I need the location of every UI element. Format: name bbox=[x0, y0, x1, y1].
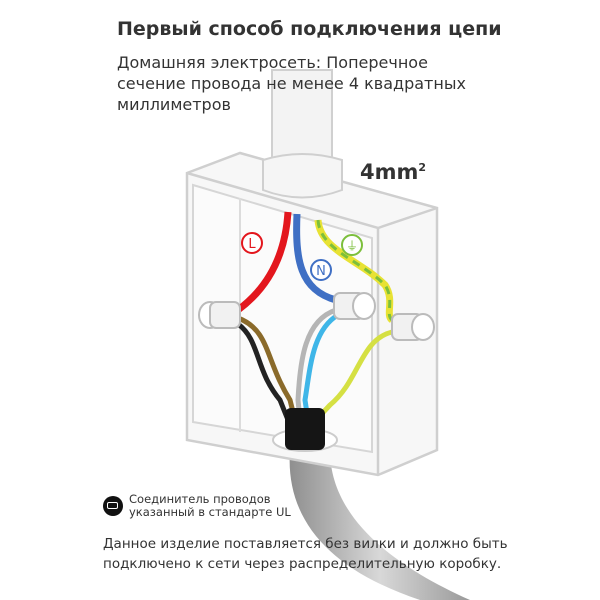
conduit-gland bbox=[262, 153, 343, 199]
bottom-cable bbox=[289, 450, 470, 600]
neutral-wire bbox=[293, 213, 338, 304]
wire-connector-right bbox=[391, 313, 435, 341]
live-symbol bbox=[241, 232, 263, 254]
earth-symbol bbox=[341, 234, 363, 256]
wire-size-label: 4mm2 bbox=[360, 160, 426, 184]
neutral-label: N bbox=[316, 264, 326, 279]
grey-wire bbox=[295, 307, 337, 421]
page-subtitle: Домашняя электросеть: Поперечное сечение… bbox=[117, 53, 466, 114]
wire-size-value: 4mm bbox=[360, 160, 419, 184]
live-wire bbox=[235, 211, 292, 313]
live-label: L bbox=[248, 237, 256, 252]
connector-note-line2: указанный в стандарте UL bbox=[129, 505, 291, 519]
neutral-symbol bbox=[310, 259, 332, 281]
black-wire bbox=[236, 321, 291, 421]
page-title: Первый способ подключения цепи bbox=[117, 18, 502, 40]
cable-sheath bbox=[285, 408, 325, 450]
wire-connector-left bbox=[198, 301, 241, 329]
connector-note-line1: Соединитель проводов bbox=[129, 492, 271, 506]
earth-wire-stripe bbox=[316, 219, 394, 322]
connector-note-text: Соединитель проводов указанный в стандар… bbox=[129, 493, 291, 519]
earth-label: ⏚ bbox=[346, 239, 358, 253]
yellow-green-wire bbox=[314, 329, 393, 422]
footer-note: Данное изделие поставляется без вилки и … bbox=[103, 536, 508, 572]
box-cavity bbox=[192, 183, 373, 454]
brown-wire bbox=[237, 315, 298, 421]
connector-note: Соединитель проводов указанный в стандар… bbox=[103, 493, 291, 519]
wire-connector-middle bbox=[333, 292, 376, 320]
wire-size-superscript: 2 bbox=[418, 161, 427, 174]
light-blue-wire bbox=[302, 312, 340, 421]
wire-connector-icon bbox=[103, 496, 123, 516]
